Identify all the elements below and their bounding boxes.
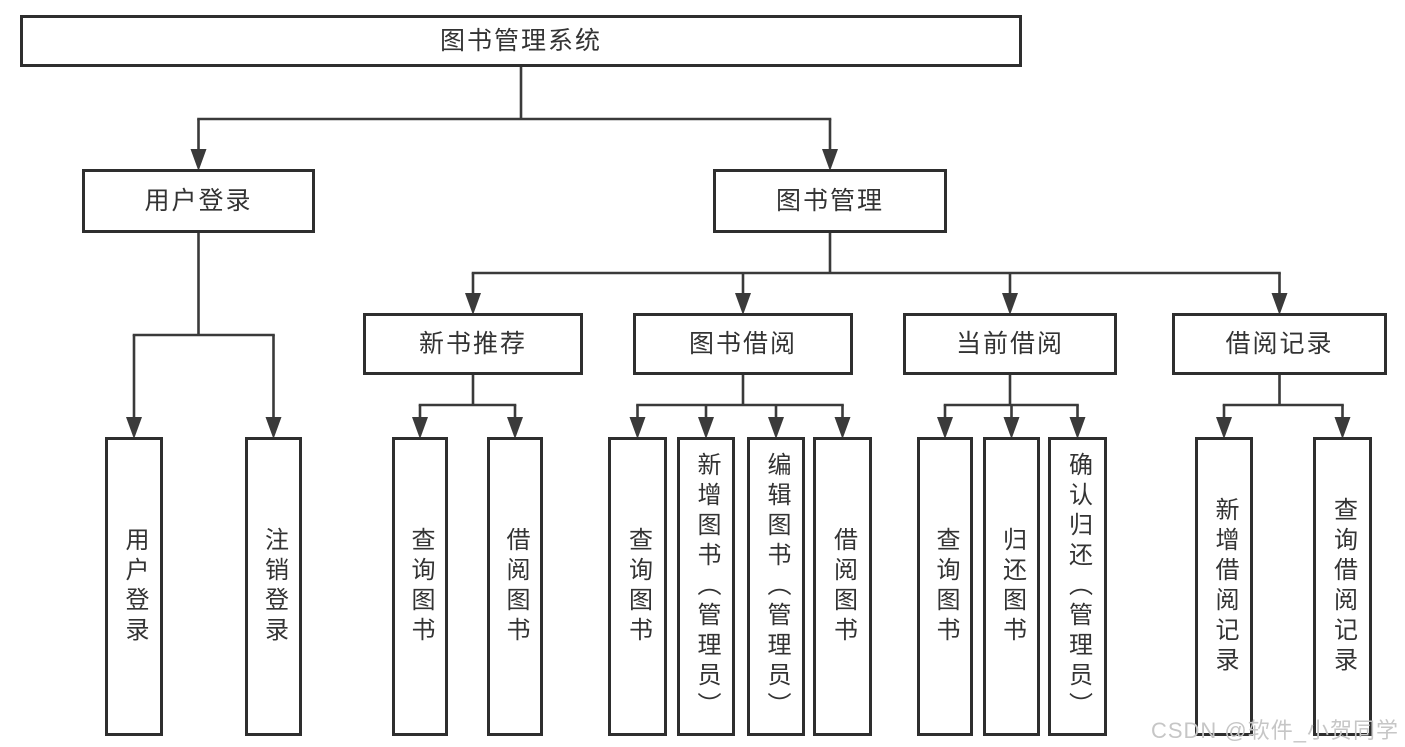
node-label-leaf-bw-add: 新增图书（管理员）: [693, 451, 720, 722]
node-login: 用户登录: [82, 169, 315, 233]
node-label-leaf-bw-query: 查询图书: [624, 526, 652, 647]
node-label-leaf-cur-return: 归还图书: [998, 526, 1026, 647]
node-leaf-nb-borrow: 借阅图书: [487, 437, 543, 736]
node-label-root: 图书管理系统: [439, 27, 602, 55]
node-label-leaf-cur-query: 查询图书: [932, 526, 959, 647]
node-label-leaf-rec-add: 新增借阅记录: [1211, 496, 1238, 677]
node-label-leaf-nb-query: 查询图书: [407, 526, 434, 647]
node-label-leaf-cur-confirm: 确认归还（管理员）: [1064, 451, 1092, 722]
arrowhead-icon: [412, 417, 428, 439]
node-leaf-bw-edit: 编辑图书（管理员）: [747, 437, 805, 736]
node-records: 借阅记录: [1172, 313, 1387, 375]
edge-records: [1216, 373, 1351, 439]
node-label-records: 借阅记录: [1225, 330, 1334, 358]
node-borrow: 图书借阅: [633, 313, 853, 375]
arrowhead-icon: [698, 417, 714, 439]
arrowhead-icon: [507, 417, 523, 439]
node-label-leaf-bw-borrow: 借阅图书: [829, 526, 857, 647]
node-leaf-cur-return: 归还图书: [983, 437, 1040, 736]
node-label-leaf-bw-edit: 编辑图书（管理员）: [763, 451, 790, 722]
edge-newbook: [412, 373, 523, 439]
edge-root: [190, 65, 838, 171]
arrowhead-icon: [190, 149, 207, 171]
arrowhead-icon: [629, 417, 646, 439]
arrowhead-icon: [1271, 293, 1288, 315]
edge-current: [937, 373, 1086, 439]
node-leaf-cur-confirm: 确认归还（管理员）: [1048, 437, 1107, 736]
arrowhead-icon: [735, 293, 751, 315]
node-label-leaf-rec-query: 查询借阅记录: [1329, 496, 1357, 677]
arrowhead-icon: [834, 417, 851, 439]
node-label-current: 当前借阅: [955, 330, 1064, 358]
arrowhead-icon: [1003, 417, 1020, 439]
node-label-leaf-user-login: 用户登录: [121, 526, 148, 647]
node-label-mgmt: 图书管理: [775, 187, 884, 215]
arrowhead-icon: [126, 417, 142, 439]
node-root: 图书管理系统: [20, 15, 1022, 67]
node-label-leaf-logout: 注销登录: [260, 526, 288, 647]
edge-borrow: [629, 373, 851, 439]
arrowhead-icon: [1069, 417, 1086, 439]
arrowhead-icon: [265, 417, 282, 439]
node-leaf-rec-add: 新增借阅记录: [1195, 437, 1253, 736]
arrowhead-icon: [1334, 417, 1351, 439]
arrowhead-icon: [822, 149, 838, 171]
arrowhead-icon: [937, 417, 953, 439]
node-newbook: 新书推荐: [363, 313, 583, 375]
watermark: CSDN @软件_小贺同学: [1150, 718, 1399, 743]
node-leaf-logout: 注销登录: [245, 437, 302, 736]
node-leaf-nb-query: 查询图书: [392, 437, 448, 736]
node-leaf-bw-add: 新增图书（管理员）: [677, 437, 735, 736]
node-leaf-cur-query: 查询图书: [917, 437, 973, 736]
node-label-newbook: 新书推荐: [418, 330, 527, 358]
node-leaf-user-login: 用户登录: [105, 437, 163, 736]
arrowhead-icon: [1002, 293, 1018, 315]
node-mgmt: 图书管理: [713, 169, 947, 233]
node-label-leaf-nb-borrow: 借阅图书: [502, 526, 529, 647]
arrowhead-icon: [465, 293, 481, 315]
node-leaf-rec-query: 查询借阅记录: [1313, 437, 1372, 736]
node-leaf-bw-query: 查询图书: [608, 437, 667, 736]
arrowhead-icon: [1216, 417, 1232, 439]
node-leaf-bw-borrow: 借阅图书: [813, 437, 872, 736]
node-current: 当前借阅: [903, 313, 1117, 375]
edge-mgmt: [465, 231, 1288, 315]
node-label-borrow: 图书借阅: [688, 330, 797, 358]
node-label-login: 用户登录: [144, 187, 253, 215]
arrowhead-icon: [768, 417, 784, 439]
edge-login: [126, 231, 282, 439]
